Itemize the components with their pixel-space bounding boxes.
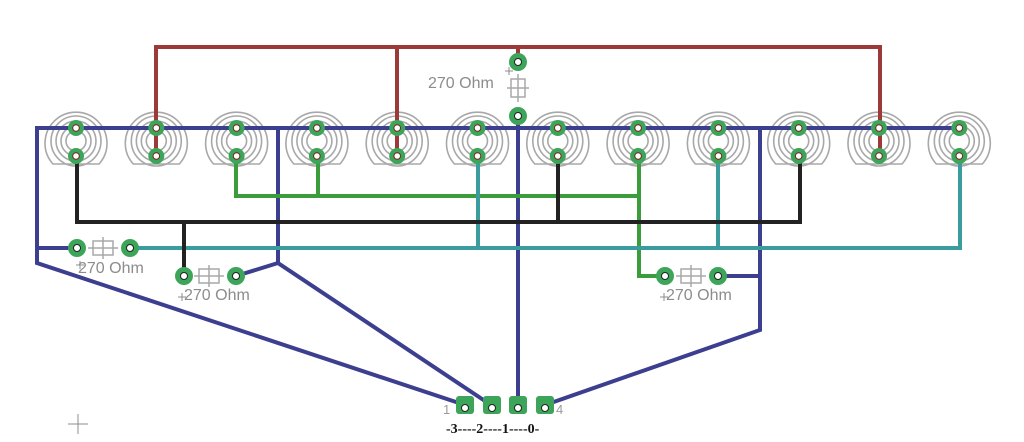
led-pad-hole [473,124,482,132]
resistor-label-top: 270 Ohm [428,75,494,92]
connector-pin1-label: 1 [443,402,450,417]
black-net [75,156,802,276]
led-pad-hole [393,124,402,132]
led-pad-hole [152,152,161,160]
connector-pin4-label: 4 [556,402,563,417]
led-pad-hole [232,152,241,160]
resistor-right-symbol [676,265,706,287]
led-pad-hole [794,152,803,160]
led-pad-hole [554,152,562,160]
led-pad-hole [72,152,80,160]
led-pad-hole [634,152,642,160]
resistor-pad-holes [73,58,722,280]
blue-trace [276,128,493,407]
resistor-label-left: 270 Ohm [78,260,144,277]
led-pad-hole [955,124,964,132]
connector: 1 4 -3----2----1----0- [443,396,563,437]
led-pad-hole [313,124,321,132]
led-pads [68,120,968,164]
green-trace [234,156,665,278]
led-pad-hole [634,124,642,132]
resistor-symbols [88,74,706,287]
green-net [234,156,665,278]
resistor-mid-symbol [194,265,224,287]
led-pad-hole [875,124,883,132]
resistor-label-mid: 270 Ohm [184,287,250,304]
led-pad-hole [152,124,161,132]
led-pad-hole [875,152,883,160]
led-pad-hole [794,124,803,132]
resistor-label-right: 270 Ohm [666,287,732,304]
led-pad-hole [955,152,964,160]
blue-net [35,116,958,407]
black-trace [75,156,802,224]
resistor-top-symbol [507,74,529,102]
resistor-left-symbol [88,237,118,259]
led-pad-hole [72,124,80,132]
led-pad-hole [473,152,482,160]
origin-marks [68,67,668,434]
teal-trace [130,156,962,250]
led-pad-hole [393,152,402,160]
connector-label: -3----2----1----0- [446,422,540,437]
led-pad-hole [313,152,321,160]
led-pad-hole [232,124,241,132]
teal-net [130,156,962,250]
led-pad-hole [714,152,723,160]
blue-trace [544,128,762,407]
led-pad-hole [714,124,723,132]
led-pad-hole [554,124,562,132]
